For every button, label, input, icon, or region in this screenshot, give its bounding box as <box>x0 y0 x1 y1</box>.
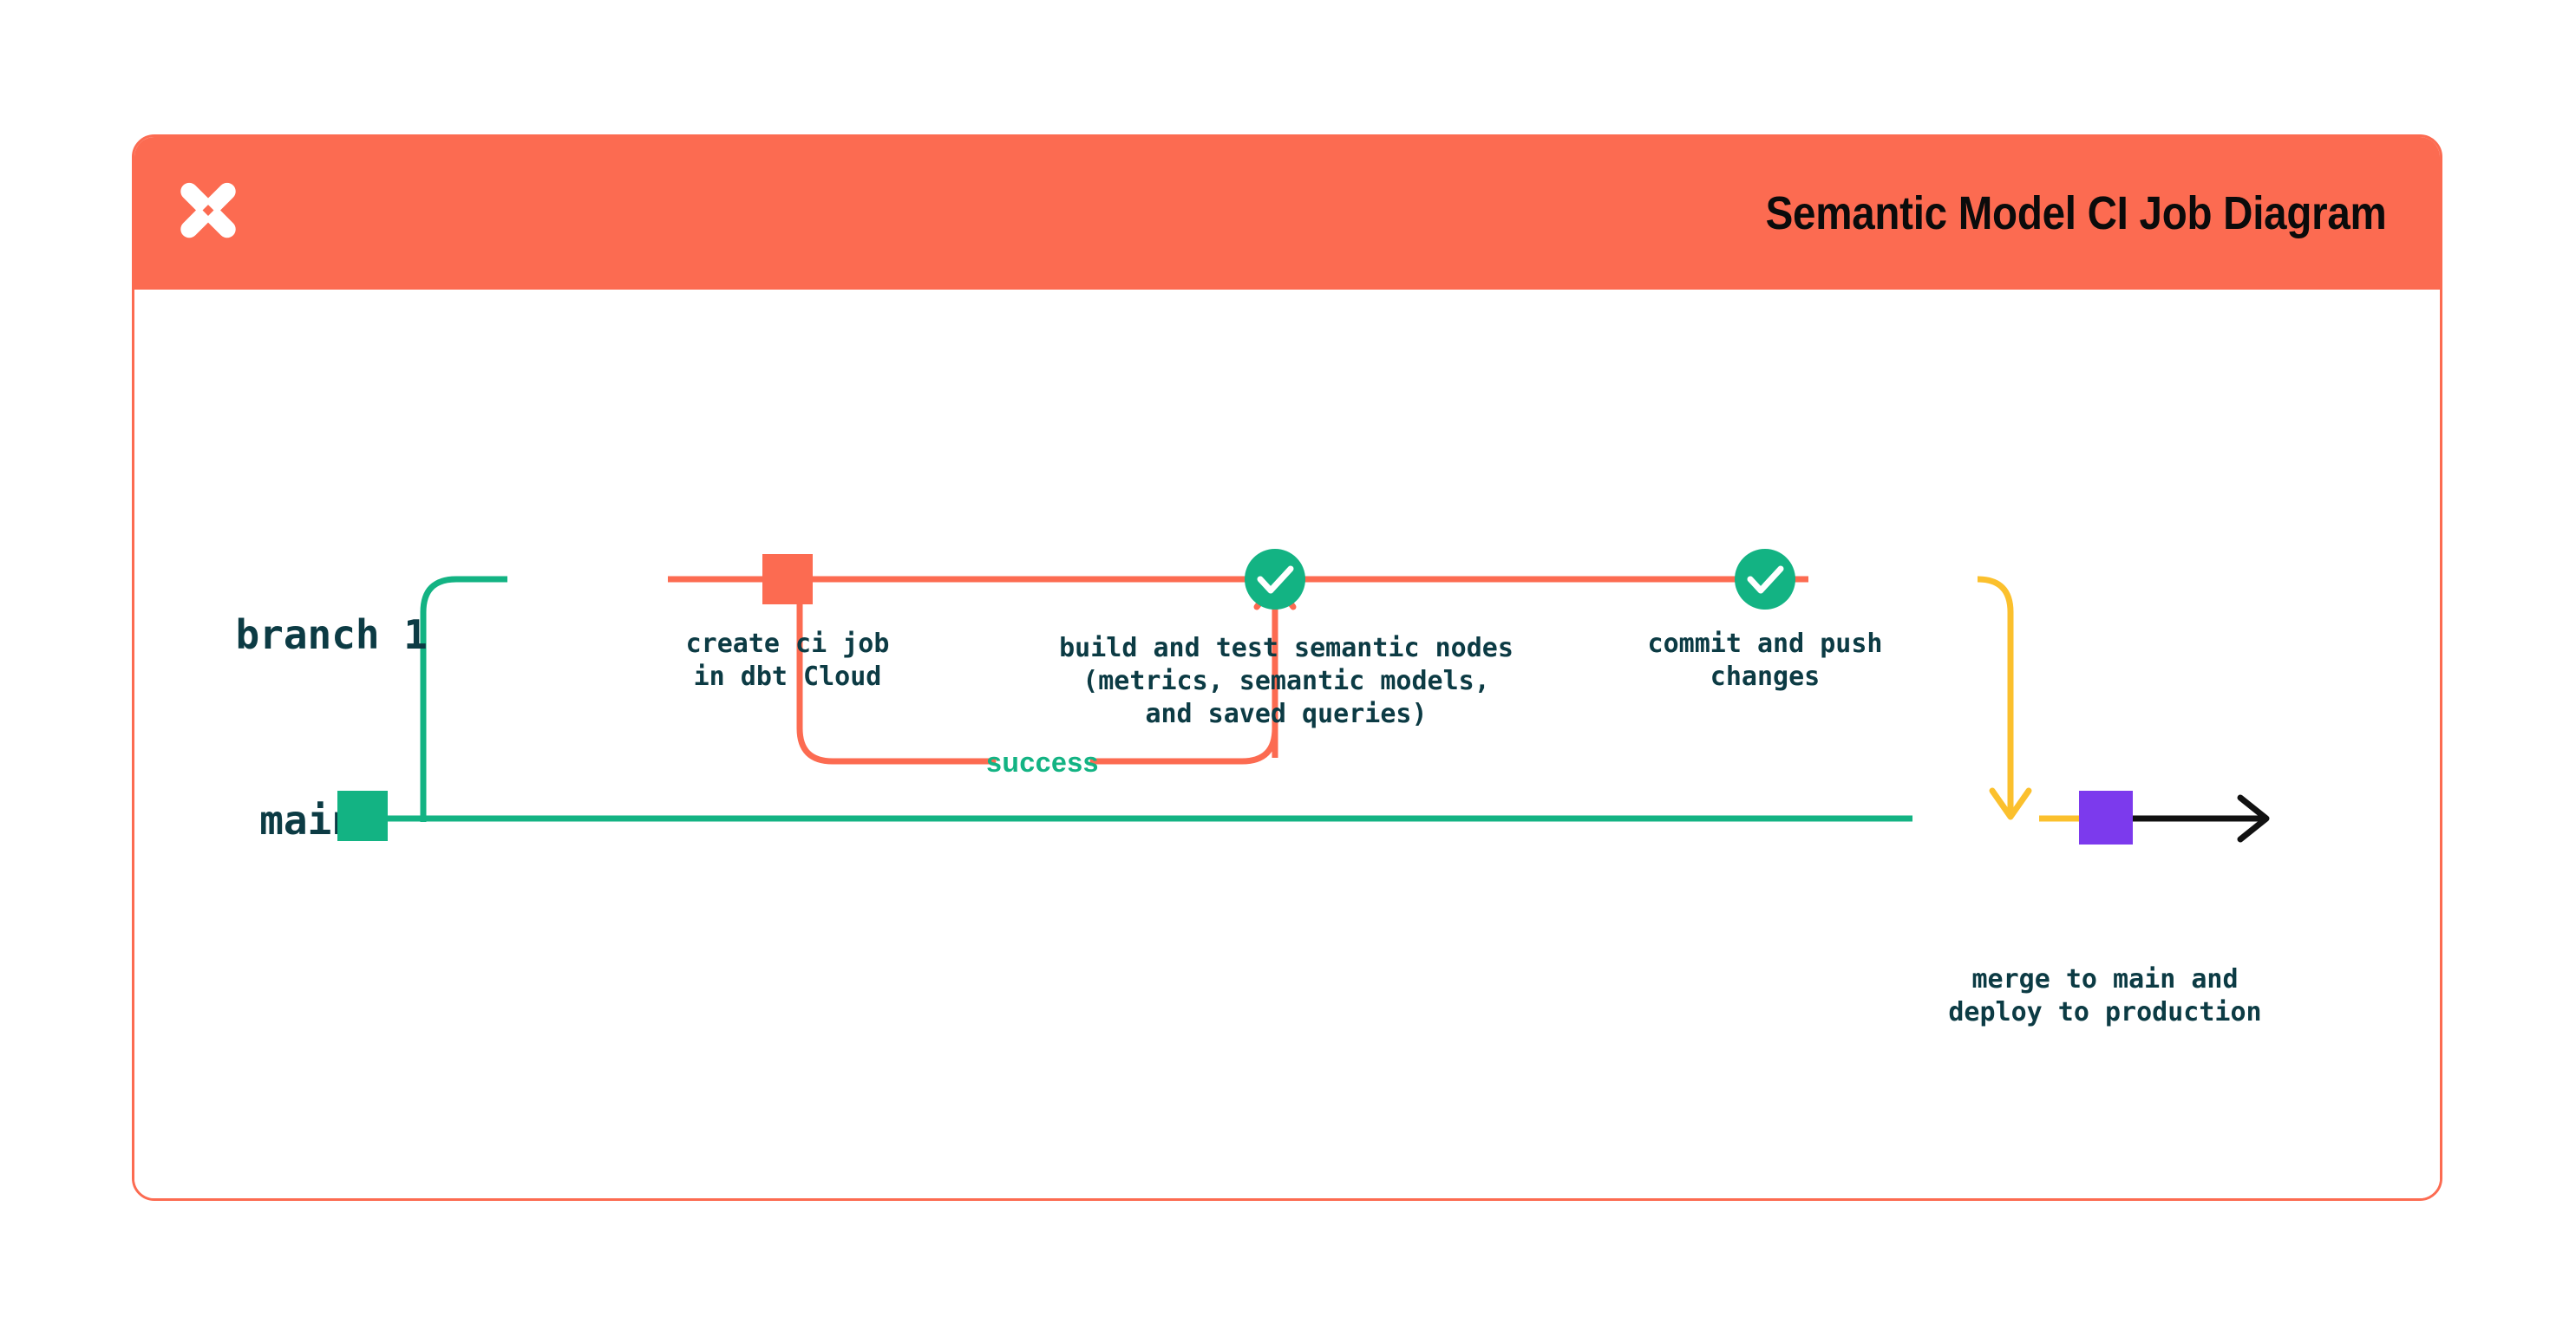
svg-text:create ci job: create ci job <box>686 629 890 659</box>
merge-down-edge <box>1977 576 2032 820</box>
ci-job-flow-diagram: success bran <box>235 549 2270 1027</box>
check-icon <box>1747 565 1784 594</box>
page-title: Semantic Model CI Job Diagram <box>1765 187 2386 239</box>
node-commit-and-push-label: commit and push changes <box>1648 629 1883 692</box>
dbt-x-logo-icon <box>180 182 236 238</box>
node-build-and-test[interactable] <box>1245 549 1305 610</box>
branch-label-branch-1: branch 1 <box>235 611 428 658</box>
card-header: Semantic Model CI Job Diagram <box>134 137 2440 290</box>
branch-fork-edge <box>420 576 672 822</box>
svg-text:commit and push: commit and push <box>1648 629 1883 659</box>
card-body: success bran <box>134 290 2440 1198</box>
diagram-card: Semantic Model CI Job Diagram <box>132 134 2442 1201</box>
success-edge-label: success <box>986 747 1099 778</box>
node-commit-and-push[interactable] <box>1735 549 1795 610</box>
check-icon <box>1257 565 1294 594</box>
svg-text:build and test semantic nodes: build and test semantic nodes <box>1059 633 1514 663</box>
svg-text:deploy to production: deploy to production <box>1948 997 2261 1027</box>
node-build-and-test-label: build and test semantic nodes (metrics, … <box>1059 633 1514 729</box>
node-main-start[interactable] <box>337 791 388 841</box>
node-merge-to-main-label: merge to main and deploy to production <box>1948 964 2261 1027</box>
svg-text:in dbt Cloud: in dbt Cloud <box>694 662 882 692</box>
node-merge-to-main[interactable] <box>2079 791 2133 845</box>
svg-text:merge to main and: merge to main and <box>1971 964 2238 995</box>
node-create-ci-job-label: create ci job in dbt Cloud <box>686 629 890 692</box>
node-create-ci-job[interactable] <box>762 554 813 604</box>
svg-text:and saved queries): and saved queries) <box>1145 699 1427 729</box>
svg-text:(metrics, semantic models,: (metrics, semantic models, <box>1082 666 1490 696</box>
svg-text:changes: changes <box>1710 662 1820 692</box>
main-continue-arrow <box>2129 794 2270 843</box>
